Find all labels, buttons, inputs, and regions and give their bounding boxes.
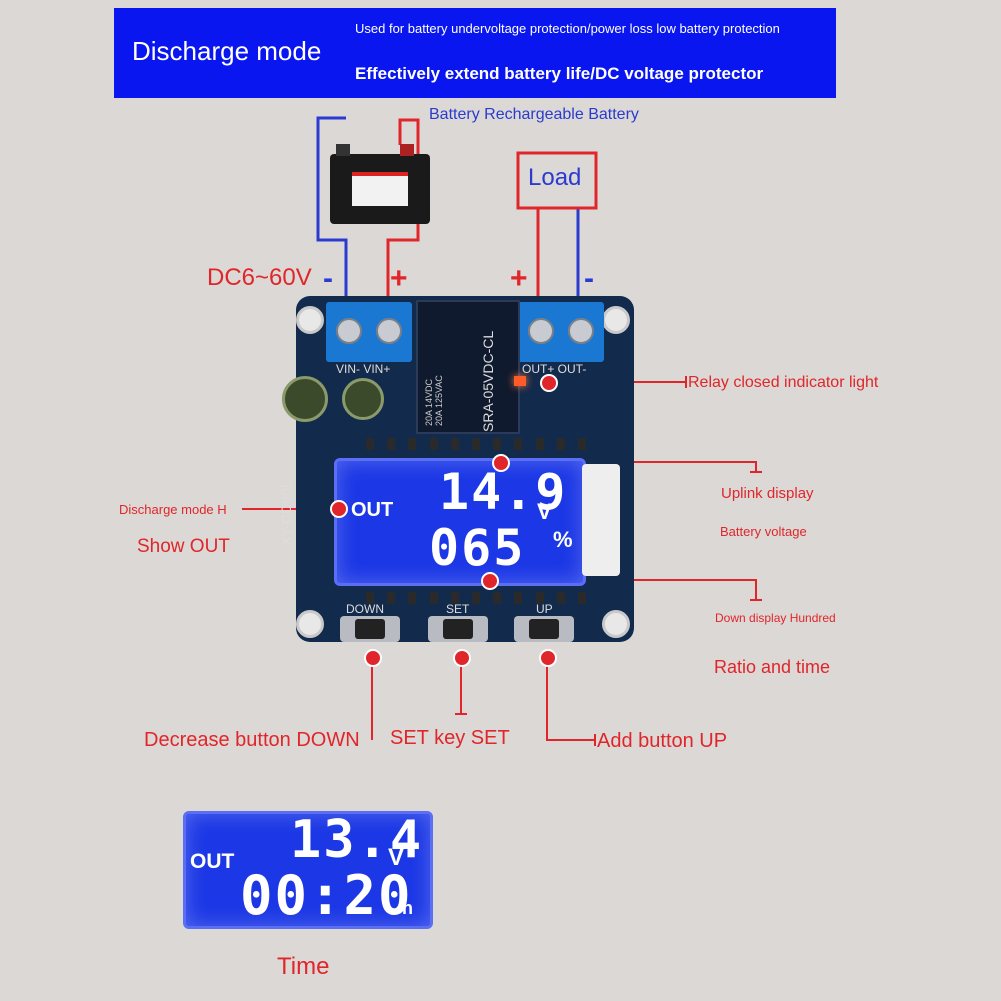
header-banner: Discharge mode Used for battery undervol… — [114, 8, 836, 98]
banner-title: Discharge mode — [132, 36, 322, 66]
down-button[interactable] — [340, 616, 400, 642]
set-button-knob[interactable] — [443, 619, 473, 639]
mount-hole — [602, 610, 630, 638]
battery-voltage-label: Battery voltage — [720, 524, 807, 539]
callout-up-button — [546, 657, 595, 741]
mount-hole — [296, 306, 324, 334]
add-button-label: Add button UP — [597, 730, 728, 752]
banner-line1: Used for battery undervoltage protection… — [355, 21, 780, 36]
terminal-screw — [568, 318, 594, 344]
marker-dot-up-button — [539, 649, 557, 667]
relay-model: SRA-05VDC-CL — [480, 330, 496, 432]
plus-right-label: + — [510, 262, 528, 295]
up-button[interactable] — [514, 616, 574, 642]
lcd-voltage-unit: V — [537, 499, 552, 524]
ratio-time-label: Ratio and time — [714, 657, 831, 677]
pcb-board: 20A 14VDC 20A 125VAC SRA-05VDC-CL VIN- V… — [278, 296, 634, 642]
decrease-button-label: Decrease button DOWN — [144, 729, 360, 751]
show-out-label: Show OUT — [137, 536, 230, 557]
vin-label: VIN- VIN+ — [336, 362, 391, 376]
out-terminal-label: OUT+ OUT- — [522, 362, 587, 376]
relay: 20A 14VDC 20A 125VAC SRA-05VDC-CL — [416, 300, 520, 434]
set-button[interactable] — [428, 616, 488, 642]
battery-label-sticker — [352, 172, 408, 206]
discharge-mode-label: Discharge mode H — [119, 502, 227, 517]
capacitor — [342, 378, 384, 420]
lcd-time-mode: OUT — [190, 850, 235, 873]
capacitor — [282, 376, 328, 422]
up-button-knob[interactable] — [529, 619, 559, 639]
lcd-main: OUT 14.9 V 065 % — [334, 458, 586, 586]
relay-spec: 20A 14VDC 20A 125VAC — [424, 375, 444, 426]
battery-terminal-positive — [400, 144, 414, 156]
lcd-pins-bottom — [366, 592, 586, 604]
marker-dot-uplink — [492, 454, 510, 472]
marker-dot-set-button — [453, 649, 471, 667]
battery-label: Battery Rechargeable Battery — [429, 106, 639, 123]
marker-dot-mode — [330, 500, 348, 518]
terminal-screw — [528, 318, 554, 344]
load-box — [516, 151, 598, 210]
down-display-label: Down display Hundred — [715, 611, 836, 625]
button-label-up: UP — [536, 602, 553, 616]
relay-indicator-led — [514, 376, 526, 386]
lcd-voltage: 14.9 — [439, 463, 568, 521]
banner-line2: Effectively extend battery life/DC volta… — [355, 64, 764, 83]
minus-left-label: - — [323, 262, 333, 295]
uplink-display-label: Uplink display — [721, 485, 814, 502]
down-button-knob[interactable] — [355, 619, 385, 639]
voltage-range-label: DC6~60V — [207, 264, 312, 291]
battery-illustration — [330, 142, 430, 224]
battery-terminal-negative — [336, 144, 350, 156]
lcd-time-voltage: 13.4 — [290, 810, 424, 870]
relay-indicator-label: Relay closed indicator light — [688, 374, 879, 391]
button-label-down: DOWN — [346, 602, 384, 616]
set-key-label: SET key SET — [390, 727, 510, 749]
mount-hole — [296, 610, 324, 638]
plus-left-label: + — [390, 262, 408, 295]
lcd-backlight-panel — [582, 464, 620, 576]
lcd-percent: 065 — [429, 519, 526, 577]
lcd-mode: OUT — [351, 499, 394, 521]
minus-right-label: - — [584, 262, 594, 295]
marker-dot-relay — [540, 374, 558, 392]
mount-hole — [602, 306, 630, 334]
output-terminal-block — [518, 302, 604, 362]
lcd-time-voltage-unit: V — [388, 844, 405, 871]
load-label: Load — [528, 164, 582, 191]
marker-dot-down-button — [364, 649, 382, 667]
lcd-time-value: 00:20 — [240, 864, 413, 927]
marker-dot-down-display — [481, 572, 499, 590]
button-label-set: SET — [446, 602, 470, 616]
board-model-label: XY-CD60L — [278, 480, 294, 546]
lcd-time-unit: h — [402, 898, 413, 918]
time-label: Time — [277, 953, 330, 980]
lcd-time-display: OUT 13.4 V 00:20 h — [183, 810, 433, 929]
terminal-screw — [376, 318, 402, 344]
terminal-screw — [336, 318, 362, 344]
input-terminal-block — [326, 302, 412, 362]
lcd-pins-top — [366, 438, 586, 450]
lcd-percent-unit: % — [553, 527, 573, 552]
